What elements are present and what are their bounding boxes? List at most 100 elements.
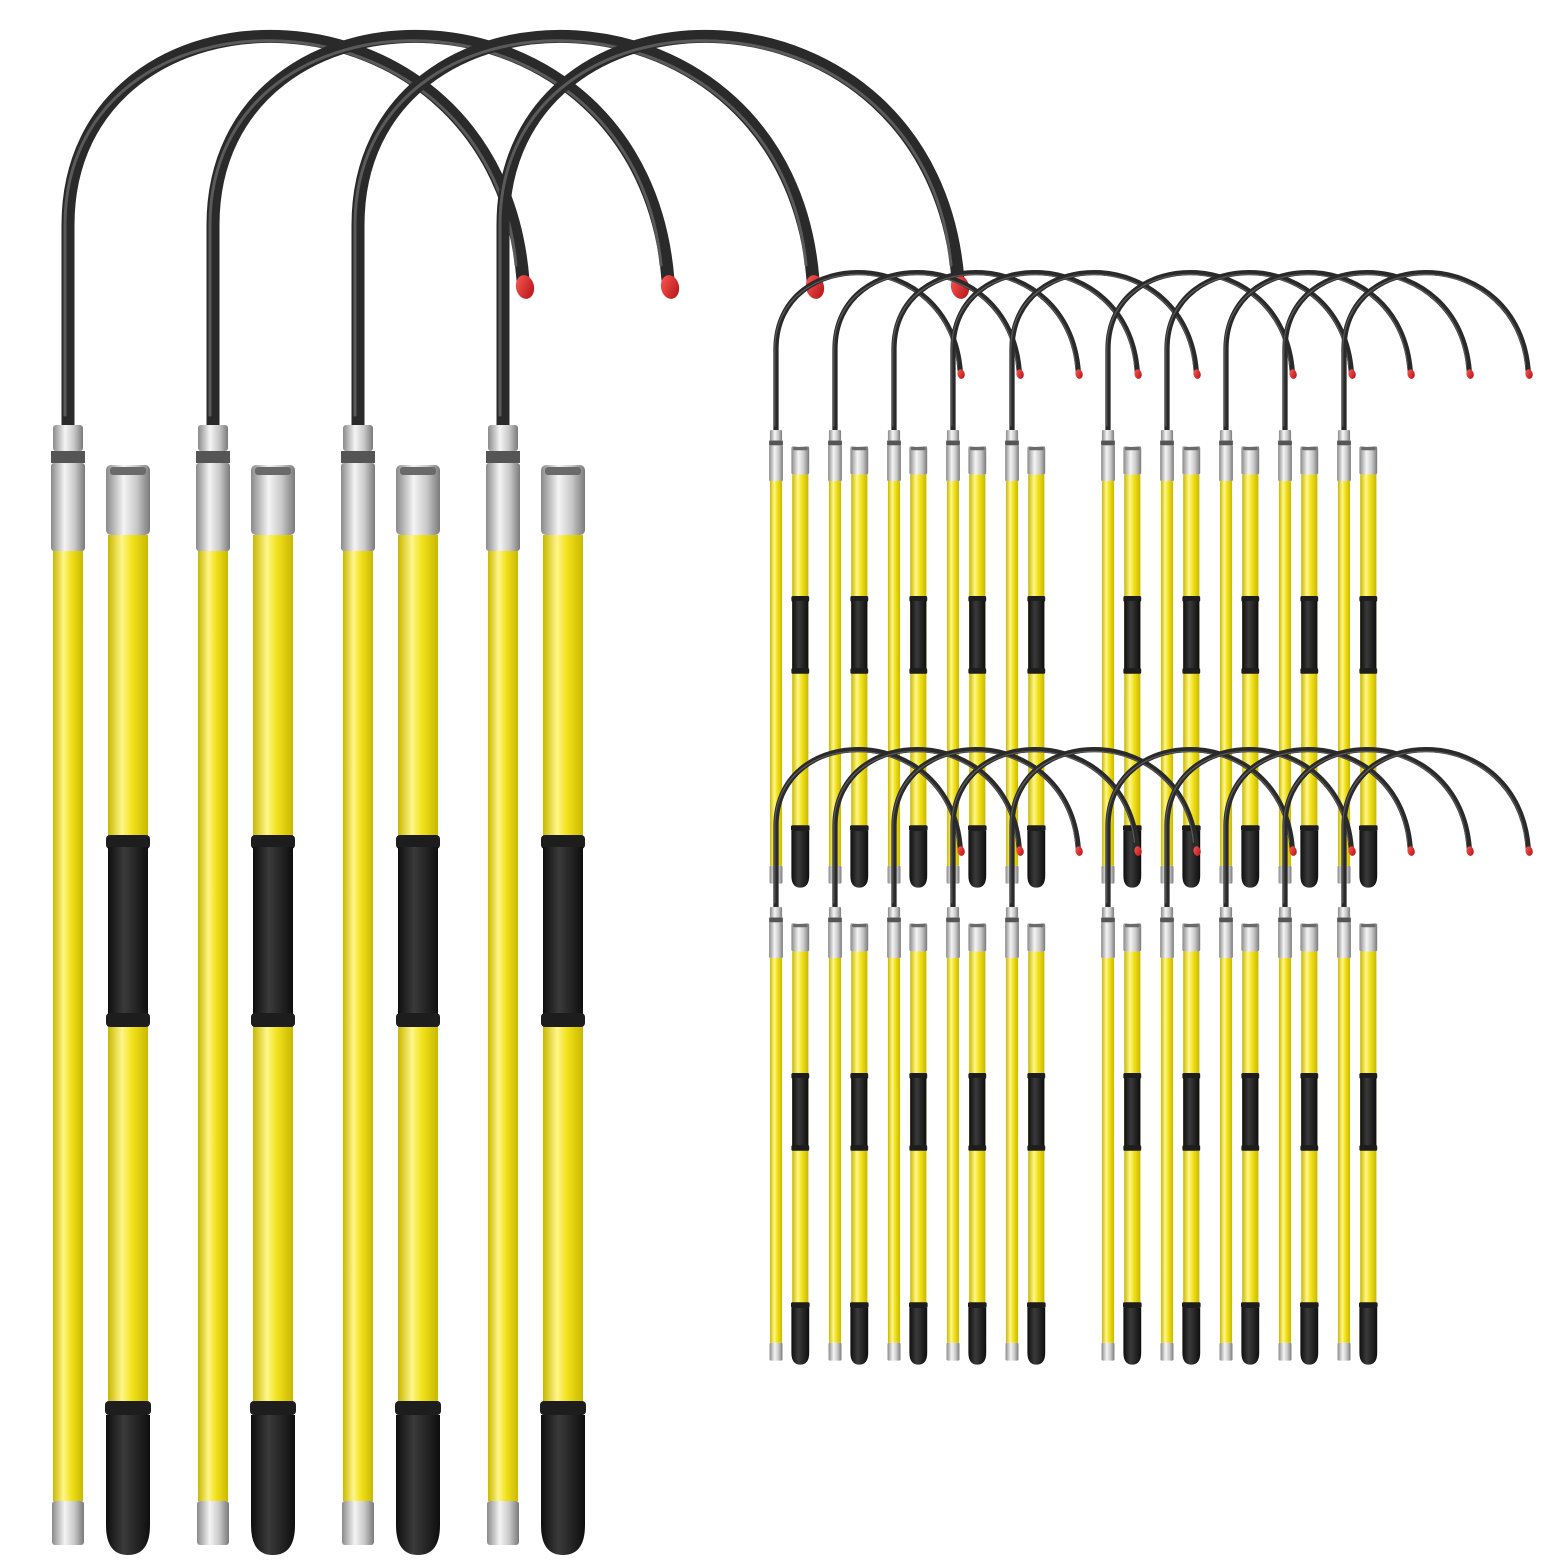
handle-top-cap	[541, 465, 585, 535]
handle-grip	[1301, 1077, 1318, 1147]
hook-pole	[887, 269, 1083, 884]
hook-tip-cap	[1134, 369, 1142, 379]
hook-end-cap	[52, 1501, 84, 1545]
handle-butt-ring	[105, 1401, 151, 1415]
hook-wire-highlight	[208, 39, 663, 417]
handle-butt-cap	[1241, 1307, 1260, 1365]
hook-tip-cap	[1016, 846, 1024, 856]
handle-grip-ring-top	[1027, 1073, 1046, 1079]
handle-butt-ring	[540, 1401, 586, 1415]
handle-grip	[1242, 600, 1259, 670]
hook-wire	[832, 269, 1022, 433]
hook-wire	[1164, 746, 1354, 910]
hook-end-cap	[769, 1342, 783, 1361]
handle-top-cap	[791, 446, 810, 475]
handle-grip	[1183, 600, 1200, 670]
handle-butt-ring	[908, 1302, 928, 1308]
hook-shaft	[828, 958, 842, 1343]
gaff-hook-set	[1160, 269, 1356, 888]
hook-ferrule-sleeve	[1278, 922, 1292, 959]
handle-top-cap	[396, 465, 440, 535]
hook-tip-cap	[1193, 369, 1201, 379]
handle-butt-cap	[909, 1307, 928, 1365]
handle-butt-cap	[396, 1415, 440, 1555]
hook-pole	[1219, 269, 1415, 884]
hook-ferrule-sleeve	[196, 463, 230, 551]
handle-grip-ring-top	[968, 596, 987, 602]
hook-wire	[1341, 269, 1531, 433]
hook-ferrule-collar	[1337, 917, 1351, 923]
hook-end-cap	[1101, 1342, 1115, 1361]
hook-end-cap	[1160, 1342, 1174, 1361]
hook-shaft	[1005, 958, 1019, 1343]
hook-ferrule-sleeve	[1160, 922, 1174, 959]
handle-grip-ring-bottom	[1359, 1145, 1378, 1151]
handle-top-cap-opening	[1361, 924, 1376, 928]
handle-top-cap	[1359, 446, 1378, 475]
hook-shaft	[198, 551, 228, 1501]
hook-ferrule-sleeve	[887, 922, 901, 959]
handle-grip	[910, 600, 927, 670]
handle-grip	[969, 1077, 986, 1147]
hook-ferrule-nut	[1005, 907, 1019, 918]
handle-grip-ring-bottom	[1300, 1145, 1319, 1151]
handle-grip-ring-top	[541, 835, 585, 849]
handle-top-cap-opening	[1302, 924, 1317, 928]
hook-ferrule-collar	[769, 440, 783, 446]
handle-grip-ring-top	[1241, 1073, 1260, 1079]
hook-pole	[1005, 746, 1201, 1361]
handle-grip-ring-bottom	[968, 668, 987, 674]
hook-wire-highlight	[1010, 273, 1195, 427]
handle-butt-cap	[1300, 1307, 1319, 1365]
handle-pole	[1240, 923, 1260, 1365]
handle-butt-cap	[251, 1415, 295, 1555]
gaff-hook-set	[1219, 746, 1415, 1365]
hook-shaft	[1337, 481, 1351, 866]
handle-pole	[250, 465, 296, 1555]
hook-ferrule-nut	[1219, 907, 1233, 918]
handle-grip-ring-top	[1182, 596, 1201, 602]
hook-wire-highlight	[1106, 273, 1291, 427]
gaff-hook-set	[486, 29, 970, 1555]
hook-wire	[1105, 746, 1295, 910]
hook-ferrule-sleeve	[1101, 922, 1115, 959]
handle-pole	[1026, 446, 1046, 888]
handle-butt-ring	[1026, 825, 1046, 831]
hook-shaft	[828, 481, 842, 866]
gaff-hook-set	[1005, 269, 1201, 888]
handle-grip-ring-top	[850, 1073, 869, 1079]
hook-tip-cap	[1407, 369, 1415, 379]
hook-ferrule-collar	[1160, 917, 1174, 923]
handle-pole	[849, 923, 869, 1365]
handle-top-cap-opening	[1125, 924, 1140, 928]
handle-butt-cap	[791, 830, 810, 888]
gaff-hook-set	[1278, 269, 1474, 888]
handle-grip-ring-bottom	[1182, 668, 1201, 674]
handle-grip	[1360, 600, 1377, 670]
handle-grip-ring-bottom	[791, 668, 810, 674]
handle-grip	[851, 600, 868, 670]
hook-wire-highlight	[892, 273, 1077, 427]
hook-ferrule-collar	[769, 917, 783, 923]
hook-wire-highlight	[1283, 750, 1468, 904]
hook-ferrule-nut	[1160, 430, 1174, 441]
handle-top-cap-opening	[1029, 924, 1044, 928]
handle-grip-ring-top	[850, 596, 869, 602]
hook-pole	[1278, 269, 1474, 884]
hook-pole	[1278, 746, 1474, 1361]
handle-butt-ring	[967, 1302, 987, 1308]
hook-wire	[773, 269, 963, 433]
hook-ferrule-nut	[1101, 430, 1115, 441]
hook-shaft	[1160, 958, 1174, 1343]
hook-ferrule-collar	[1101, 440, 1115, 446]
handle-grip-ring-bottom	[1027, 668, 1046, 674]
hook-wire-highlight	[1283, 273, 1468, 427]
handle-grip-ring-bottom	[850, 1145, 869, 1151]
hook-tip-cap	[1525, 369, 1533, 379]
handle-top-cap	[1359, 923, 1378, 952]
handle-top-cap-opening	[1184, 447, 1199, 451]
handle-butt-ring	[1358, 825, 1378, 831]
handle-grip-ring-top	[1359, 1073, 1378, 1079]
hook-wire	[891, 746, 1081, 910]
handle-top-cap-opening	[970, 447, 985, 451]
